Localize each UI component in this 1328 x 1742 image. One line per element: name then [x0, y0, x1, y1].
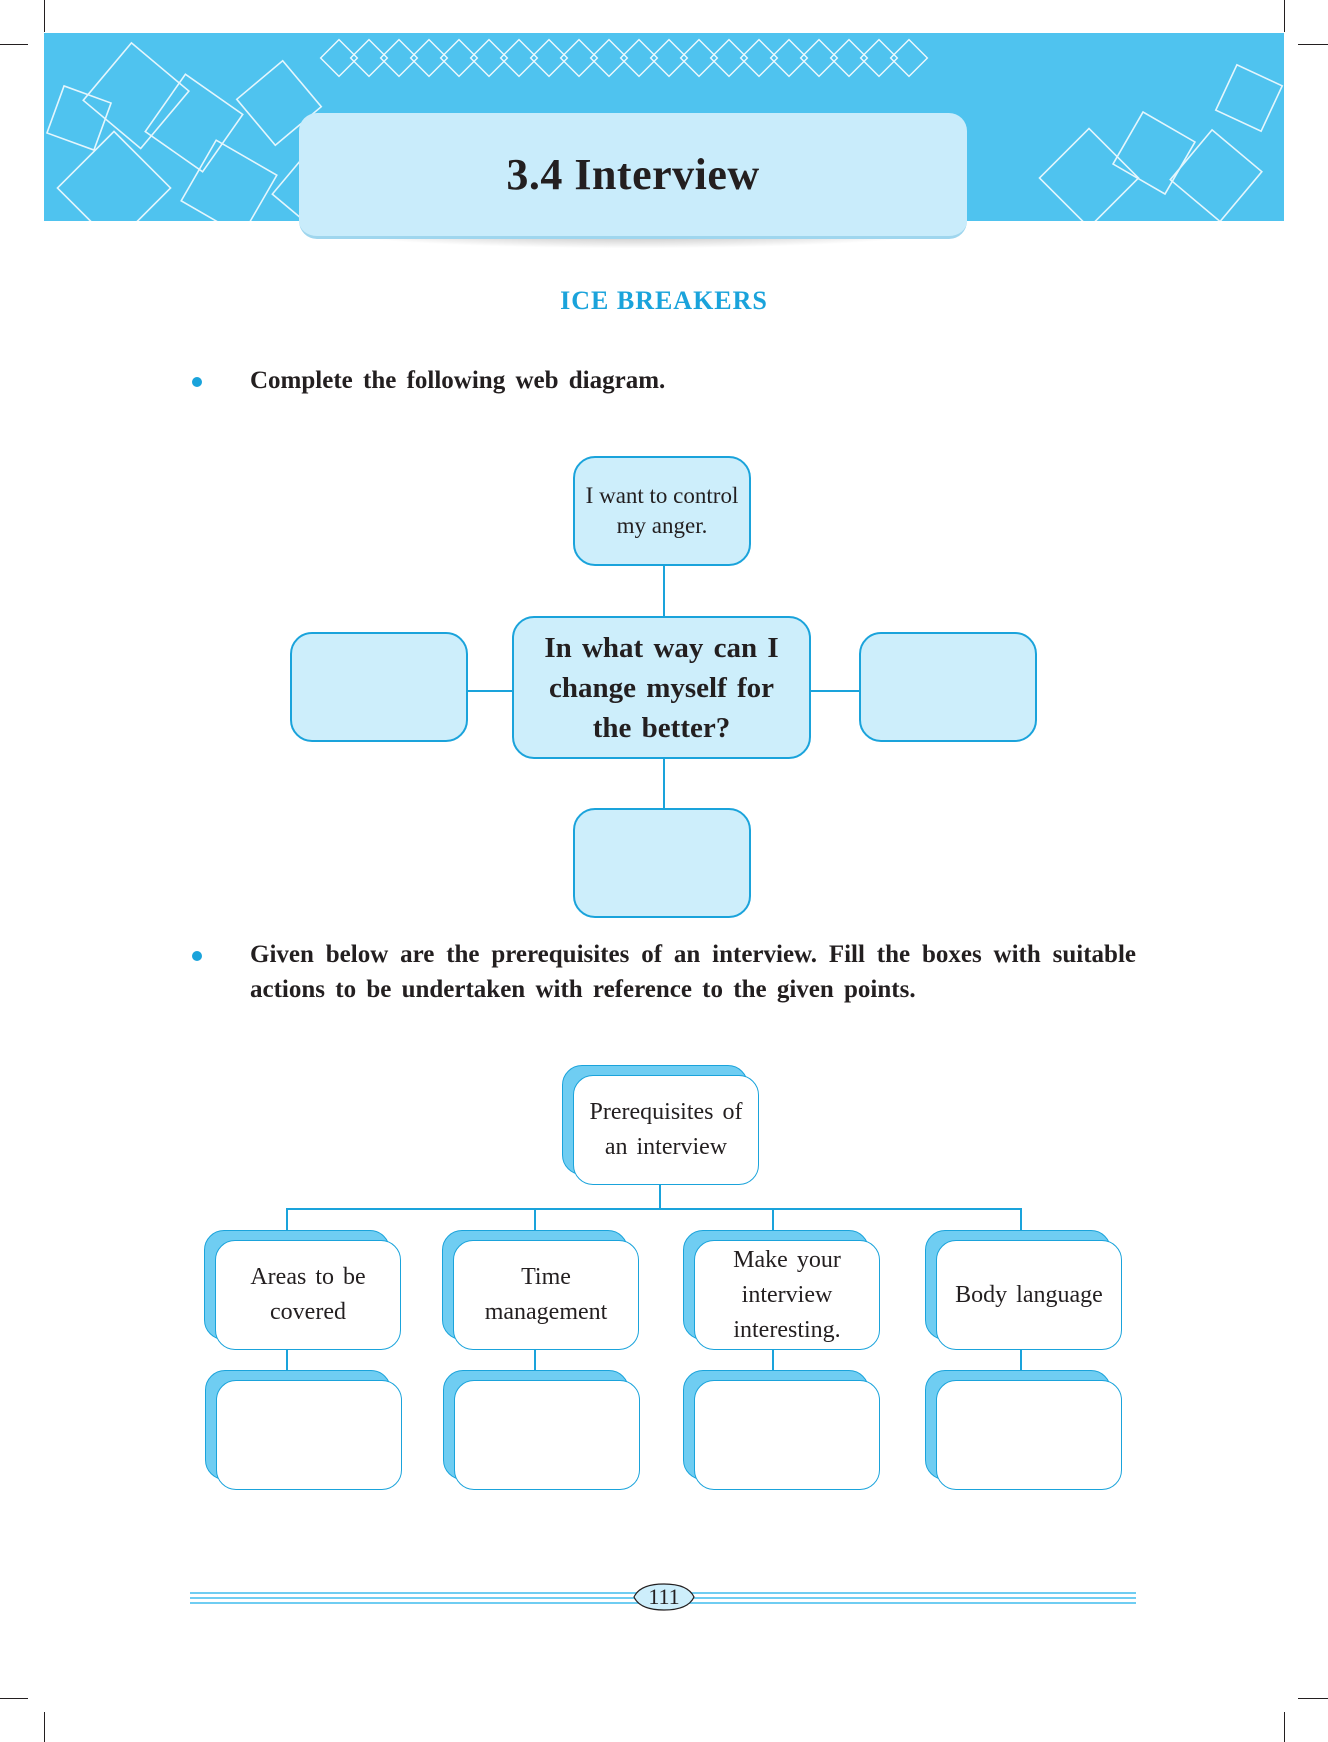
- point-box-time: Time management: [453, 1240, 639, 1350]
- connector-line: [534, 1350, 536, 1372]
- connector-line: [1020, 1350, 1022, 1372]
- decorative-squares-pattern: [45, 38, 1284, 221]
- connector-line: [663, 564, 665, 618]
- instruction-1: Complete the following web diagram.: [250, 367, 666, 394]
- web-node-center: In what way can I change myself for the …: [512, 616, 811, 759]
- connector-line: [772, 1208, 774, 1231]
- prerequisites-root-box: Prerequisites of an interview: [573, 1075, 759, 1185]
- answer-box-time[interactable]: [454, 1380, 640, 1490]
- connector-line: [466, 690, 514, 692]
- web-node-left-blank[interactable]: [290, 632, 468, 742]
- connector-line: [286, 1208, 288, 1231]
- connector-line: [810, 690, 860, 692]
- answer-box-interesting[interactable]: [694, 1380, 880, 1490]
- connector-line: [286, 1350, 288, 1372]
- crop-mark: [1298, 44, 1328, 45]
- crop-mark: [44, 0, 45, 32]
- subheading: ICE BREAKERS: [560, 286, 768, 315]
- connector-line: [659, 1183, 661, 1209]
- page-number-badge: 111: [630, 1582, 698, 1612]
- point-box-areas: Areas to be covered: [215, 1240, 401, 1350]
- crop-mark: [0, 1698, 28, 1699]
- answer-box-areas[interactable]: [216, 1380, 402, 1490]
- page-number: 111: [648, 1584, 680, 1609]
- bullet-icon: [192, 951, 202, 961]
- crop-mark: [44, 1712, 45, 1742]
- answer-box-body-language[interactable]: [936, 1380, 1122, 1490]
- instruction-2: Given below are the prerequisites of an …: [250, 941, 1136, 1003]
- point-box-interesting: Make your interview interesting.: [694, 1240, 880, 1350]
- connector-line: [534, 1208, 536, 1231]
- point-box-body-language: Body language: [936, 1240, 1122, 1350]
- connector-line: [663, 758, 665, 808]
- crop-mark: [1298, 1698, 1328, 1699]
- connector-line: [1020, 1208, 1022, 1231]
- crop-mark: [0, 44, 28, 45]
- connector-line: [772, 1350, 774, 1372]
- page-badge-shape: [633, 1583, 695, 1611]
- connector-line: [286, 1208, 1022, 1210]
- section-title: 3.4 Interview: [506, 150, 760, 199]
- web-node-right-blank[interactable]: [859, 632, 1037, 742]
- crop-mark: [1284, 0, 1285, 32]
- web-node-top: I want to control my anger.: [573, 456, 751, 566]
- crop-mark: [1284, 1712, 1285, 1742]
- bullet-icon: [192, 377, 202, 387]
- web-node-bottom-blank[interactable]: [573, 808, 751, 918]
- section-title-box: 3.4 Interview: [299, 113, 967, 239]
